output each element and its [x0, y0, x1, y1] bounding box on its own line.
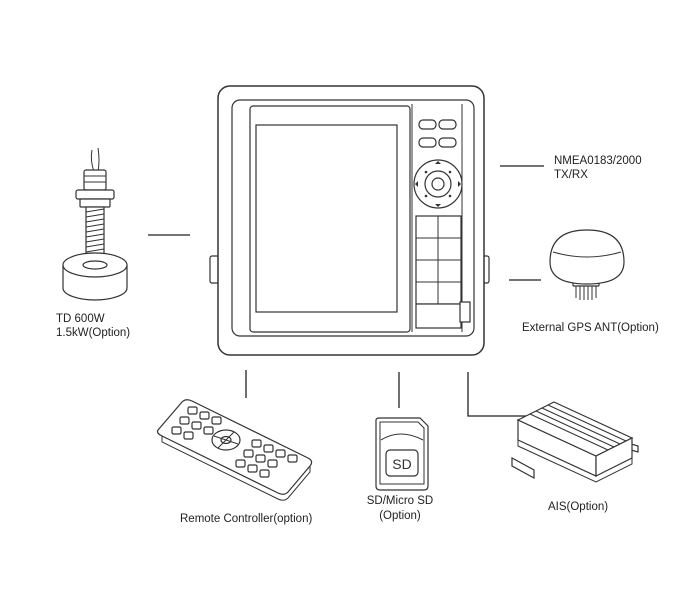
sd-label-line1: SD/Micro SD [366, 495, 434, 507]
main-display-unit [209, 85, 490, 356]
sd-card-text: SD [392, 456, 411, 472]
nmea-label-line1: NMEA0183/2000 [554, 155, 642, 167]
transducer-label-line2: 1.5kW(Option) [56, 327, 131, 339]
remote-controller-illustration [156, 399, 313, 501]
transducer-illustration [62, 147, 128, 301]
sd-label-line2: (Option) [379, 510, 421, 522]
ais-label: AIS(Option) [548, 501, 609, 513]
ais-module-illustration [511, 401, 639, 483]
nmea-label-line2: TX/RX [554, 169, 588, 181]
keypad-buttons [413, 119, 471, 329]
remote-controller-label: Remote Controller(option) [180, 513, 313, 525]
ais-connection-line [467, 372, 528, 417]
sd-card-illustration: SD [375, 417, 429, 491]
gps-antenna-label: External GPS ANT(Option) [522, 322, 659, 334]
transducer-label-line1: TD 600W [56, 313, 105, 325]
gps-antenna-illustration [549, 229, 625, 300]
